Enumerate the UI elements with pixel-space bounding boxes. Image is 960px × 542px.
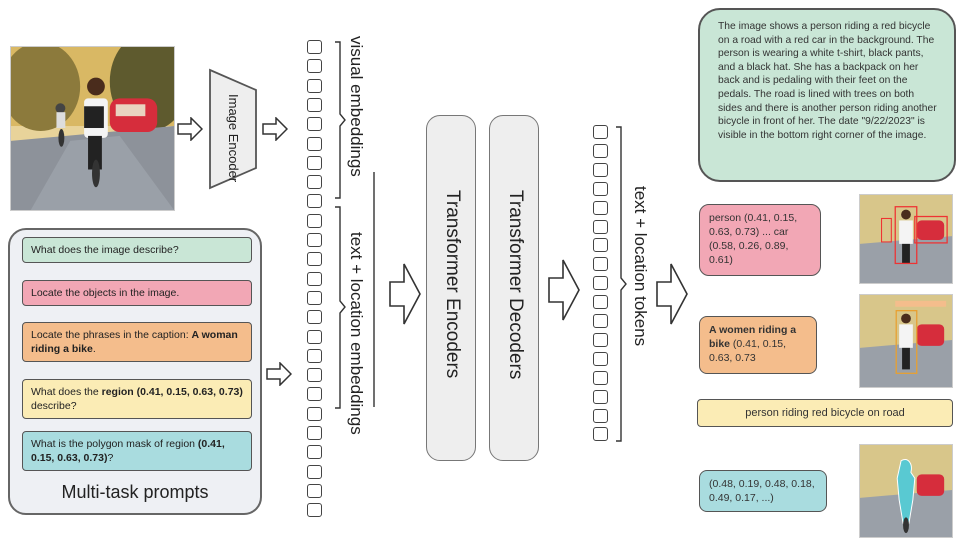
text-location-tokens-label: text + location tokens — [631, 186, 650, 347]
image-encoder-block — [209, 68, 257, 190]
embedding-token — [307, 78, 322, 93]
embedding-token — [593, 162, 608, 177]
embedding-token — [593, 351, 608, 366]
text-location-embeddings-label: text + location embeddings — [347, 232, 366, 435]
embedding-token — [307, 387, 322, 402]
arrow-icon — [548, 259, 580, 321]
embedding-token — [307, 175, 322, 190]
embedding-token — [307, 290, 322, 305]
embedding-token — [307, 155, 322, 170]
detection-photo — [859, 194, 953, 284]
embedding-token — [307, 445, 322, 460]
prompt-phrase-grounding: Locate the phrases in the caption: A wom… — [22, 322, 252, 362]
embedding-token — [593, 295, 608, 310]
embedding-token — [593, 389, 608, 404]
embedding-token — [307, 483, 322, 498]
embedding-token — [593, 332, 608, 347]
embedding-token — [593, 238, 608, 253]
embedding-token — [593, 427, 608, 442]
embedding-token — [307, 368, 322, 383]
text-location-embeddings-brace — [335, 206, 346, 409]
embedding-token — [307, 271, 322, 286]
transformer-encoders-label: Transformer Encoders — [442, 190, 463, 379]
embedding-token — [593, 276, 608, 291]
image-encoder-label: Image Encoder — [226, 94, 241, 183]
output-tokens-brace — [616, 126, 627, 442]
brace-connector — [373, 172, 375, 407]
prompt-detection: Locate the objects in the image. — [22, 280, 252, 306]
embedding-token — [593, 181, 608, 196]
transformer-decoders-label: Transformer Decoders — [505, 190, 526, 380]
embedding-token — [307, 194, 322, 209]
arrow-icon — [656, 263, 688, 325]
output-caption: The image shows a person riding a red bi… — [698, 8, 956, 182]
polygon-photo — [859, 444, 953, 538]
embedding-token — [593, 200, 608, 215]
embedding-token — [307, 252, 322, 267]
embedding-token — [307, 464, 322, 479]
multi-task-prompts-panel: What does the image describe? Locate the… — [8, 228, 262, 515]
embedding-token — [307, 348, 322, 363]
visual-embeddings-label: visual embeddings — [347, 36, 366, 177]
output-polygon: (0.48, 0.19, 0.48, 0.18, 0.49, 0.17, ...… — [699, 470, 827, 512]
multi-task-prompts-title: Multi-task prompts — [61, 482, 209, 502]
embedding-token — [593, 143, 608, 158]
embedding-token — [307, 310, 322, 325]
embedding-token — [593, 257, 608, 272]
prompt-caption: What does the image describe? — [22, 237, 252, 263]
embedding-token — [593, 408, 608, 423]
transformer-encoders-block — [426, 115, 476, 461]
grounding-photo — [859, 294, 953, 388]
arrow-icon — [389, 263, 421, 325]
input-photo — [10, 46, 175, 211]
output-detection: person (0.41, 0.15, 0.63, 0.73) ... car … — [699, 204, 821, 276]
visual-embeddings-brace — [335, 41, 346, 199]
output-region-caption: person riding red bicycle on road — [697, 399, 953, 427]
prompt-region-caption: What does the region (0.41, 0.15, 0.63, … — [22, 379, 252, 419]
transformer-decoders-block — [489, 115, 539, 461]
embedding-token — [593, 314, 608, 328]
embedding-token — [593, 125, 608, 139]
embedding-token — [593, 370, 608, 385]
embedding-token — [307, 426, 322, 440]
embedding-token — [307, 406, 322, 421]
embedding-token — [307, 213, 322, 228]
embedding-token — [307, 329, 322, 344]
prompt-polygon-mask: What is the polygon mask of region (0.41… — [22, 431, 252, 471]
arrow-icon — [177, 117, 203, 141]
output-phrase-grounding: A women riding a bike (0.41, 0.15, 0.63,… — [699, 316, 817, 374]
embedding-token — [307, 40, 322, 54]
embedding-token — [593, 219, 608, 234]
embedding-token — [307, 59, 322, 74]
arrow-icon — [262, 117, 288, 141]
embedding-token — [307, 136, 322, 151]
arrow-icon — [266, 362, 292, 386]
embedding-token — [307, 117, 322, 132]
embedding-token — [307, 503, 322, 518]
embedding-token — [307, 97, 322, 112]
embedding-token — [307, 233, 322, 247]
